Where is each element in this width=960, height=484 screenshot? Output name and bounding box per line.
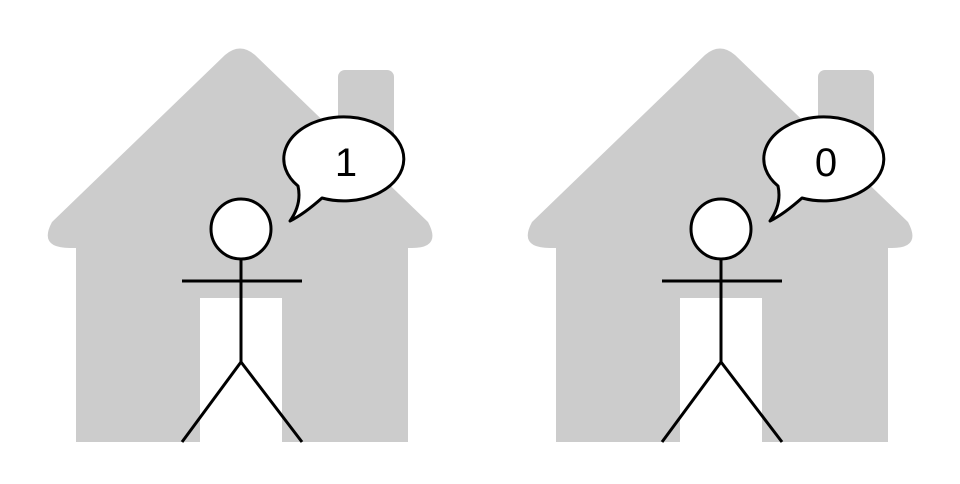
panel-right-drawing: 0 bbox=[527, 48, 913, 444]
speech-bubble-shape bbox=[762, 115, 886, 223]
figure-head bbox=[689, 197, 753, 261]
figure-right-leg bbox=[719, 361, 784, 443]
panel-left-drawing: 1 bbox=[47, 48, 433, 444]
figure-left-leg bbox=[660, 361, 723, 443]
stick-figure bbox=[660, 197, 784, 443]
panel-left: 1 bbox=[47, 48, 433, 444]
figure-head bbox=[209, 197, 273, 261]
speech-bubble: 0 bbox=[762, 115, 886, 223]
speech-bubble: 1 bbox=[282, 115, 406, 223]
panel-right: 0 bbox=[480, 0, 960, 484]
speech-number: 0 bbox=[815, 141, 837, 185]
speech-number: 1 bbox=[335, 141, 357, 185]
figure-left-leg bbox=[180, 361, 243, 443]
speech-bubble-shape bbox=[282, 115, 406, 223]
figure-right-leg bbox=[239, 361, 304, 443]
stick-figure bbox=[180, 197, 304, 443]
